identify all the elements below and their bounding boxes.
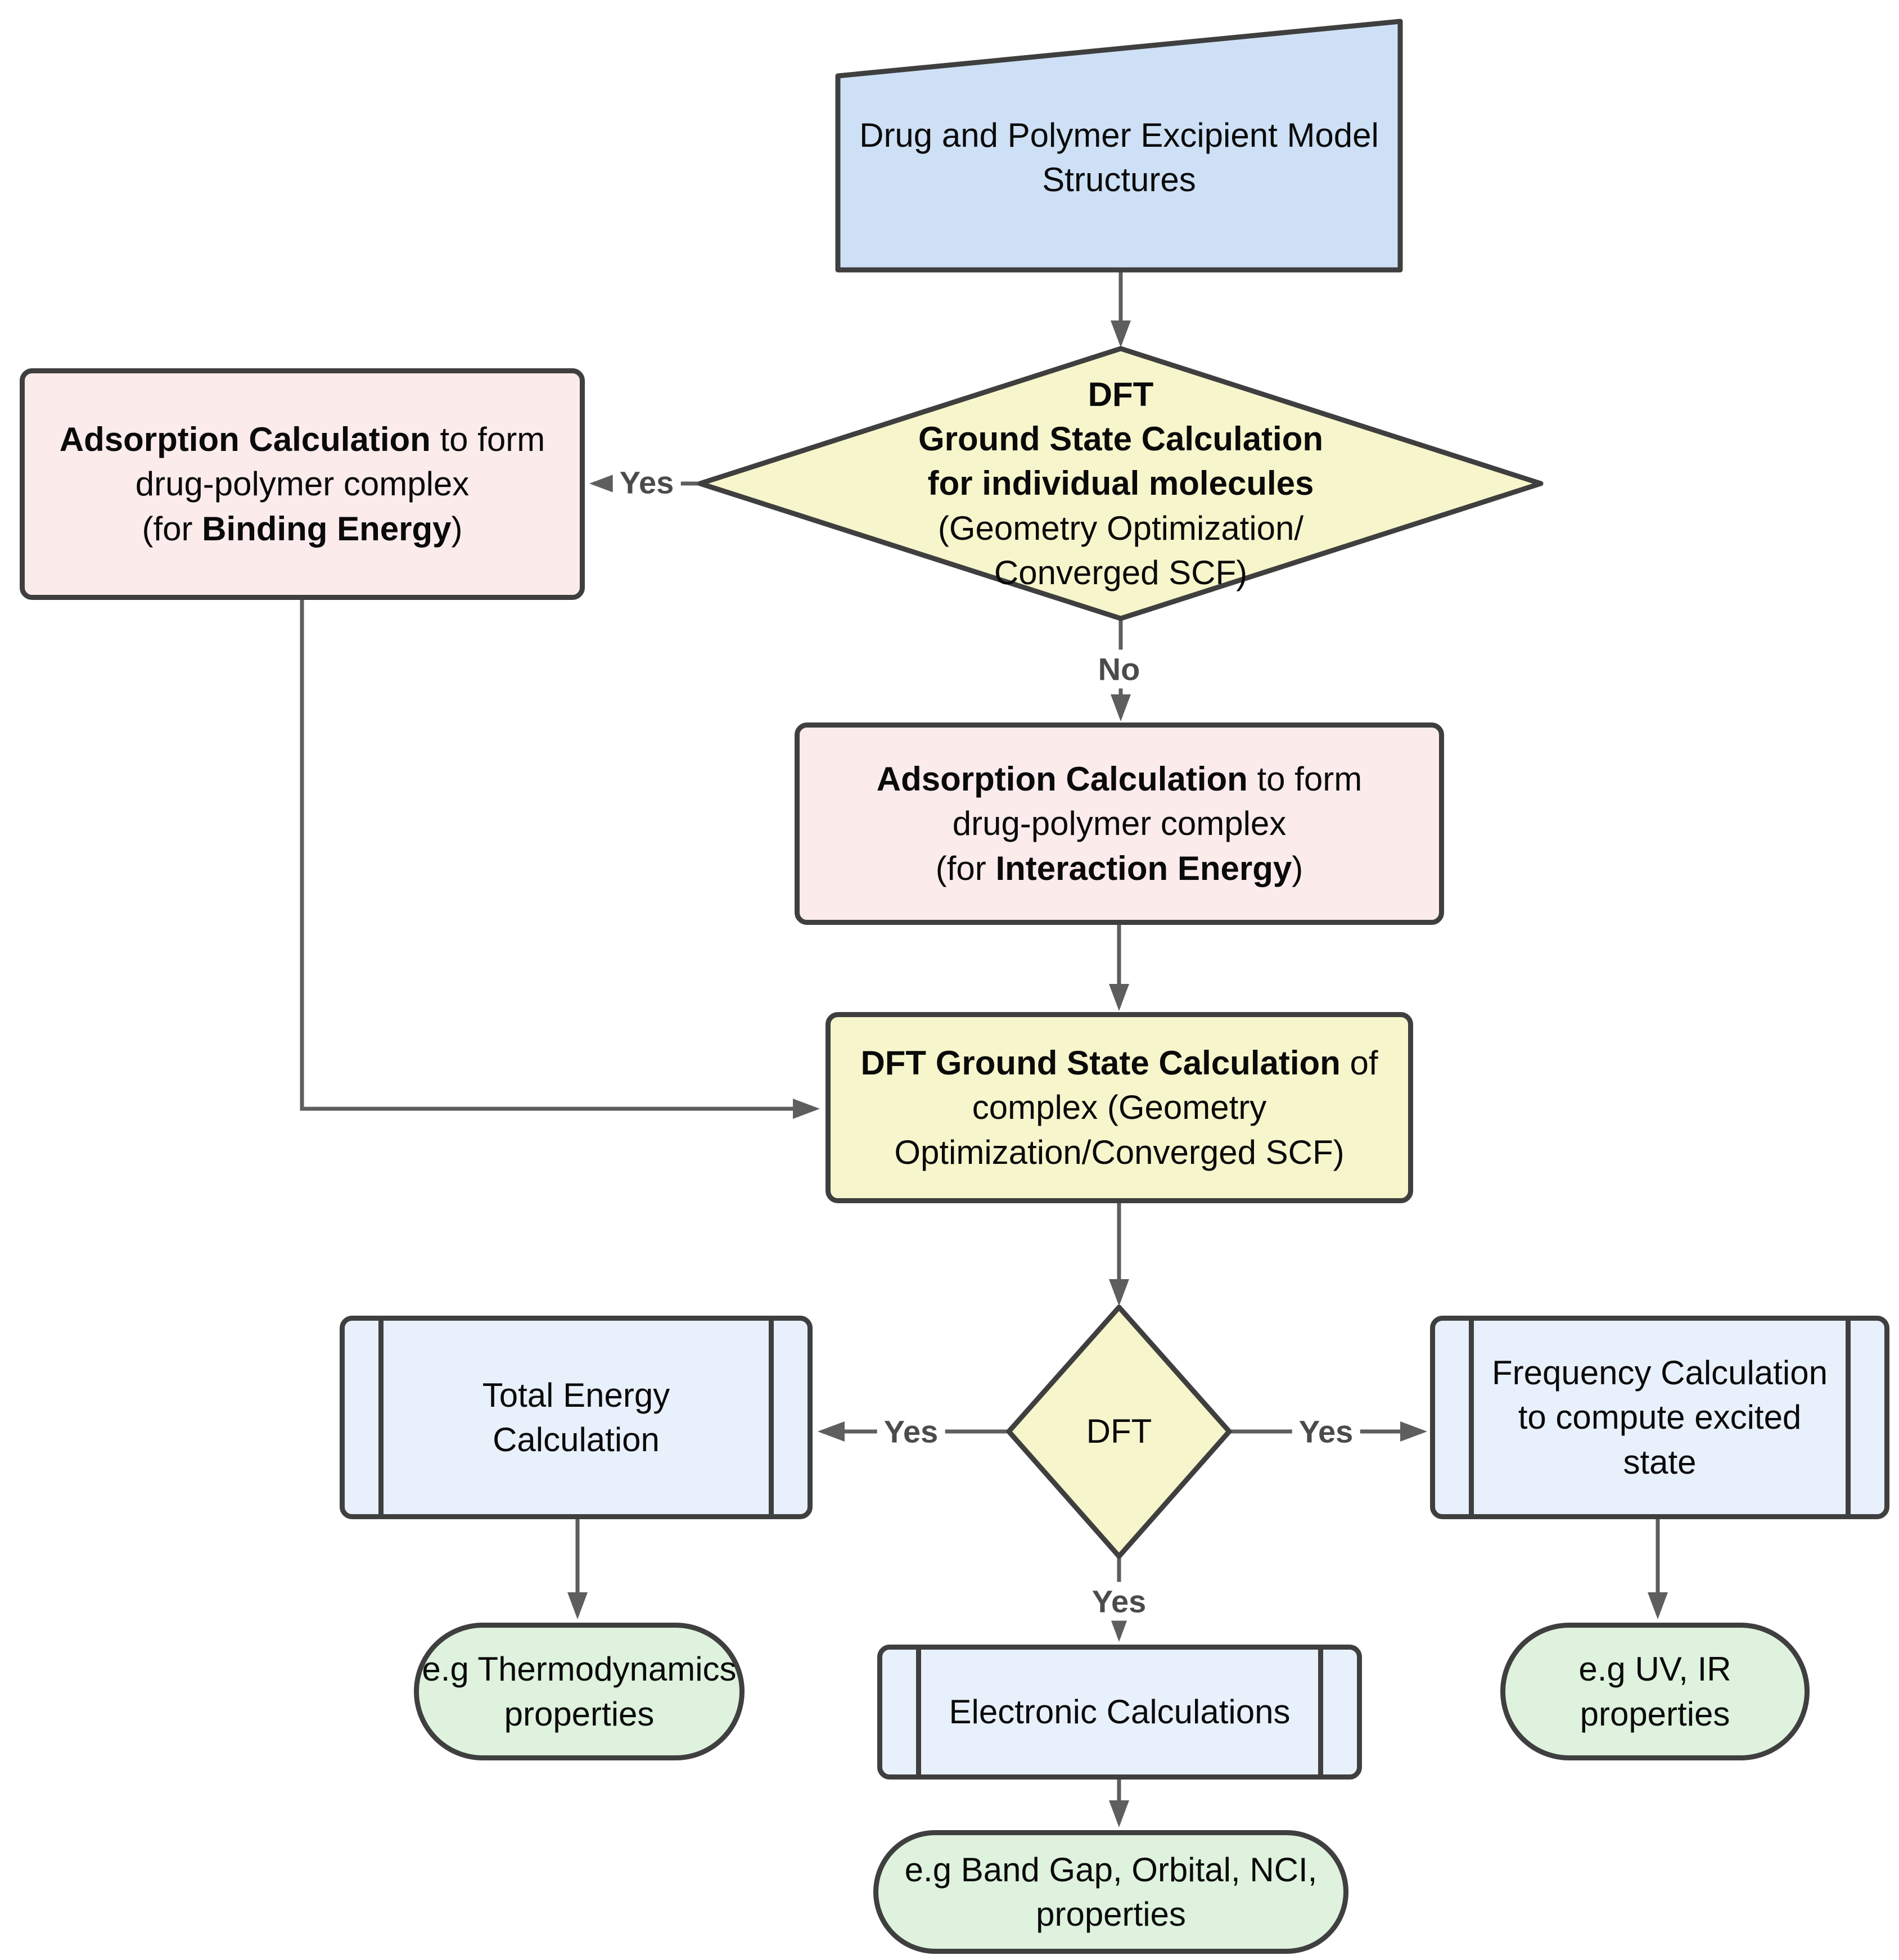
node-text-line: DFT (1086, 1412, 1152, 1451)
node-dft-individual-label: DFT Ground State Calculation for individ… (756, 363, 1485, 604)
node-text-line: Adsorption Calculation to form (877, 757, 1362, 801)
node-text-line: for individual molecules (927, 464, 1314, 503)
node-text-line: (for Interaction Energy) (936, 846, 1303, 891)
node-text-line: Calculation (493, 1421, 660, 1458)
node-text-line: properties (504, 1695, 655, 1733)
node-text-line: (for Binding Energy) (142, 507, 462, 551)
node-text-line: e.g Band Gap, Orbital, NCI, (904, 1850, 1318, 1889)
node-text-line: e.g UV, IR (1578, 1650, 1731, 1688)
node-electronic: Electronic Calculations (877, 1645, 1362, 1780)
node-text-line: properties (1580, 1695, 1730, 1733)
subroutine-bar-right (1318, 1650, 1323, 1774)
node-text-bold: Adsorption Calculation (876, 760, 1248, 798)
node-text-line: DFT Ground State Calculation of (860, 1041, 1378, 1085)
subroutine-bar-right (1846, 1321, 1851, 1514)
edge-label-yes-binding: Yes (612, 463, 681, 502)
node-text-regular: (for (142, 509, 202, 548)
node-band-gap-properties: e.g Band Gap, Orbital, NCI, properties (873, 1830, 1348, 1954)
node-text-line: Drug and Polymer Excipient Model (859, 116, 1379, 154)
edge-label-no-interaction: No (1091, 649, 1147, 689)
node-text-regular: ) (1292, 849, 1303, 887)
node-model-structures-label: Drug and Polymer Excipient Model Structu… (838, 45, 1400, 270)
node-frequency: Frequency Calculation to compute excited… (1430, 1316, 1889, 1519)
node-text-regular: ) (451, 509, 463, 548)
node-total-energy: Total Energy Calculation (340, 1316, 813, 1519)
node-text-regular: to form (430, 421, 545, 459)
node-text-line: Electronic Calculations (949, 1693, 1291, 1731)
node-text-regular: of (1340, 1044, 1378, 1082)
subroutine-bar-left (378, 1321, 384, 1514)
node-text-bold: Binding Energy (202, 509, 452, 548)
node-text-line: e.g Thermodynamics (422, 1650, 737, 1688)
node-text-line: drug-polymer complex (952, 805, 1287, 843)
node-text-line: drug-polymer complex (135, 465, 470, 503)
node-dft-complex: DFT Ground State Calculation of complex … (826, 1012, 1413, 1203)
node-adsorption-interaction: Adsorption Calculation to form drug-poly… (795, 722, 1444, 925)
node-text-line: to compute excited (1518, 1398, 1802, 1437)
node-text-line: Optimization/Converged SCF) (894, 1133, 1345, 1171)
node-text-regular: to form (1247, 760, 1363, 798)
edge-label-yes-frequency: Yes (1292, 1412, 1360, 1451)
edge-label-yes-electronic: Yes (1085, 1582, 1153, 1621)
subroutine-bar-left (1469, 1321, 1474, 1514)
node-text-bold: DFT Ground State Calculation (860, 1044, 1341, 1082)
node-text-line: state (1623, 1443, 1697, 1481)
node-text-bold: Adsorption Calculation (59, 421, 431, 459)
node-text-regular: (for (935, 849, 996, 887)
node-text-line: Adsorption Calculation to form (60, 417, 545, 462)
edge-label-yes-total-energy: Yes (877, 1412, 945, 1451)
subroutine-bar-right (769, 1321, 774, 1514)
edge-binding-to-dft-complex (300, 600, 820, 1119)
node-dft-decision-diamond (1006, 1304, 1232, 1559)
node-text-bold: Interaction Energy (995, 849, 1292, 887)
node-text-line: (Geometry Optimization/ (937, 509, 1304, 547)
node-model-structures-shape (835, 19, 1403, 273)
node-text-line: Structures (1042, 161, 1196, 198)
subroutine-bar-left (916, 1650, 921, 1774)
node-text-line: Total Energy (482, 1376, 670, 1414)
node-adsorption-binding: Adsorption Calculation to form drug-poly… (20, 368, 585, 600)
node-text-line: DFT (1088, 376, 1154, 414)
node-text-line: Ground State Calculation (918, 420, 1324, 458)
node-uv-ir-properties: e.g UV, IR properties (1500, 1623, 1810, 1760)
node-text-line: properties (1036, 1895, 1186, 1933)
node-thermo-properties: e.g Thermodynamics properties (414, 1623, 745, 1760)
node-dft-individual-diamond (697, 346, 1544, 621)
node-text-line: Frequency Calculation (1492, 1354, 1828, 1392)
node-text-line: complex (Geometry (972, 1089, 1267, 1127)
node-text-line: Converged SCF) (994, 553, 1248, 591)
node-dft-decision-label: DFT (1007, 1375, 1232, 1488)
